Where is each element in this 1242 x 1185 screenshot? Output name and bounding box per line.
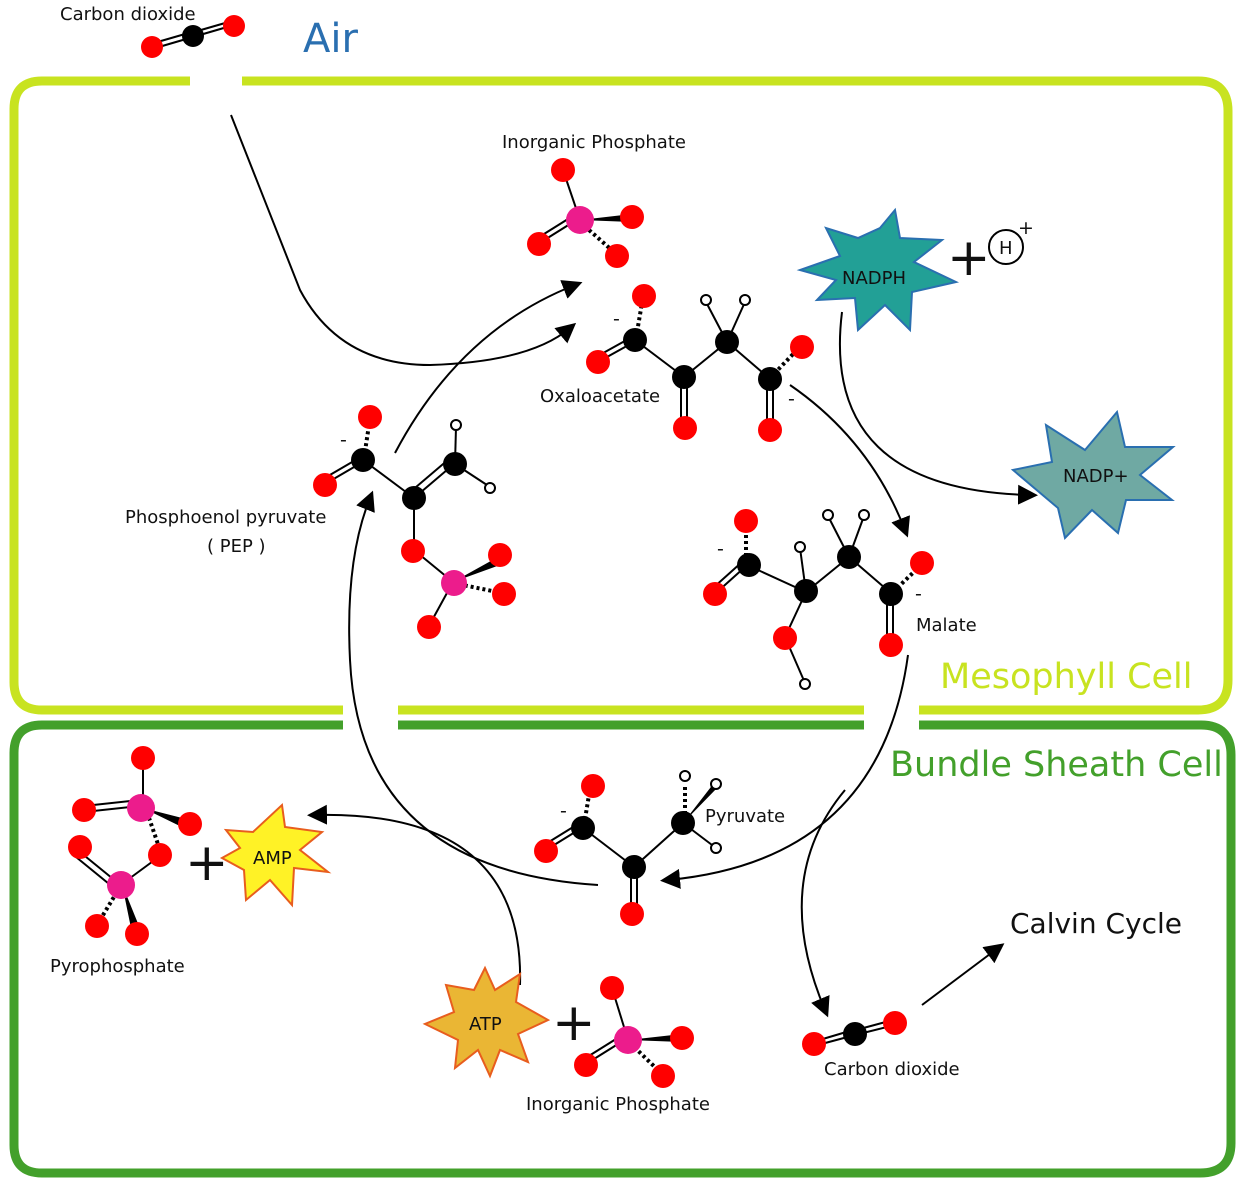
pep-sublabel: ( PEP ) [207,536,266,557]
proton-icon [988,229,1024,265]
pyrophosphate-label: Pyrophosphate [50,956,185,977]
flow-arrows [230,114,1038,1018]
charge-minus: - [613,308,620,330]
malate-label: Malate [916,615,977,636]
pyrophosphate-molecule [68,746,202,946]
nadp-star [1010,409,1176,541]
nadph-star [796,207,960,333]
oxaloacetate-molecule [586,284,814,442]
charge-minus: - [717,538,724,560]
plus-sign: + [947,228,991,288]
charge-minus: - [560,800,567,822]
charge-minus: - [340,429,347,451]
arrow-co2-to-calvin [921,943,1005,1006]
oxygen-atom [141,36,163,58]
calvin-cycle-label: Calvin Cycle [1010,907,1182,940]
atp-label: ATP [469,1014,502,1035]
nadp-label: NADP+ [1063,466,1129,487]
co2-air-label: Carbon dioxide [60,4,196,25]
charge-minus: - [788,388,795,410]
pi-bottom-label: Inorganic Phosphate [526,1094,710,1115]
atp-star [422,965,551,1079]
arrow-atp-to-amp [307,804,522,986]
co2-air-molecule [141,15,245,58]
arrow-nadph-to-nadp [838,311,1038,505]
pi-top-label: Inorganic Phosphate [502,132,686,153]
mesophyll-cell-label: Mesophyll Cell [940,657,1193,697]
arrow-pep-to-pi [394,280,583,454]
proton-label: H [999,238,1013,259]
carbon-atom [182,25,204,47]
amp-label: AMP [253,848,292,869]
nadph-label: NADPH [842,268,906,289]
pyruvate-molecule [534,770,722,926]
malate-molecule [703,509,934,690]
pep-label: Phosphoenol pyruvate [125,507,326,528]
co2-bundle-label: Carbon dioxide [824,1059,960,1080]
pep-molecule [313,405,516,639]
oxygen-atom [223,15,245,37]
amp-star [219,802,332,908]
air-region-label: Air [303,16,358,62]
oxaloacetate-label: Oxaloacetate [540,386,660,407]
co2-bundle-molecule [802,1011,907,1056]
bundle-sheath-cell-membrane [9,720,1236,1178]
arrow-pyruvate-to-pep [348,490,599,886]
arrow-malate-to-co2 [800,789,846,1018]
charge-minus: - [915,583,922,605]
plus-sign: + [185,833,229,893]
arrow-co2-to-oxaloacetate [230,114,577,367]
arrow-malate-to-pyruvate [660,654,909,889]
plus-sign: + [552,993,596,1053]
pi-bottom-molecule [574,976,694,1088]
pyruvate-label: Pyruvate [705,806,785,827]
proton-charge: + [1018,217,1034,239]
arrow-oxaloacetate-to-malate [789,384,910,538]
pi-top-molecule [527,158,644,268]
bundle-sheath-cell-label: Bundle Sheath Cell [890,745,1223,785]
mesophyll-cell-membrane [9,76,1233,715]
